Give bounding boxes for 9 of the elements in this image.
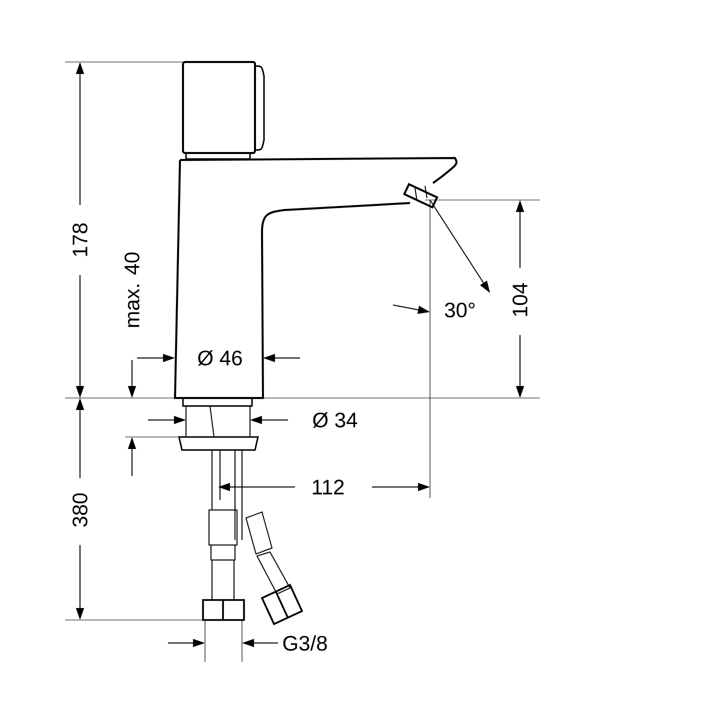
dimension-label: 104: [512, 283, 528, 316]
dimension-label: 112: [312, 480, 344, 494]
dimension-label: Ø 34: [312, 412, 358, 428]
dimension-label: 380: [72, 493, 88, 527]
dimension-label: max. 40: [124, 252, 140, 327]
dimension-label: 178: [72, 223, 88, 256]
dimension-label: Ø 46: [198, 350, 242, 366]
dimension-label: G3/8: [283, 635, 327, 651]
dimension-label: 30°: [444, 302, 475, 318]
